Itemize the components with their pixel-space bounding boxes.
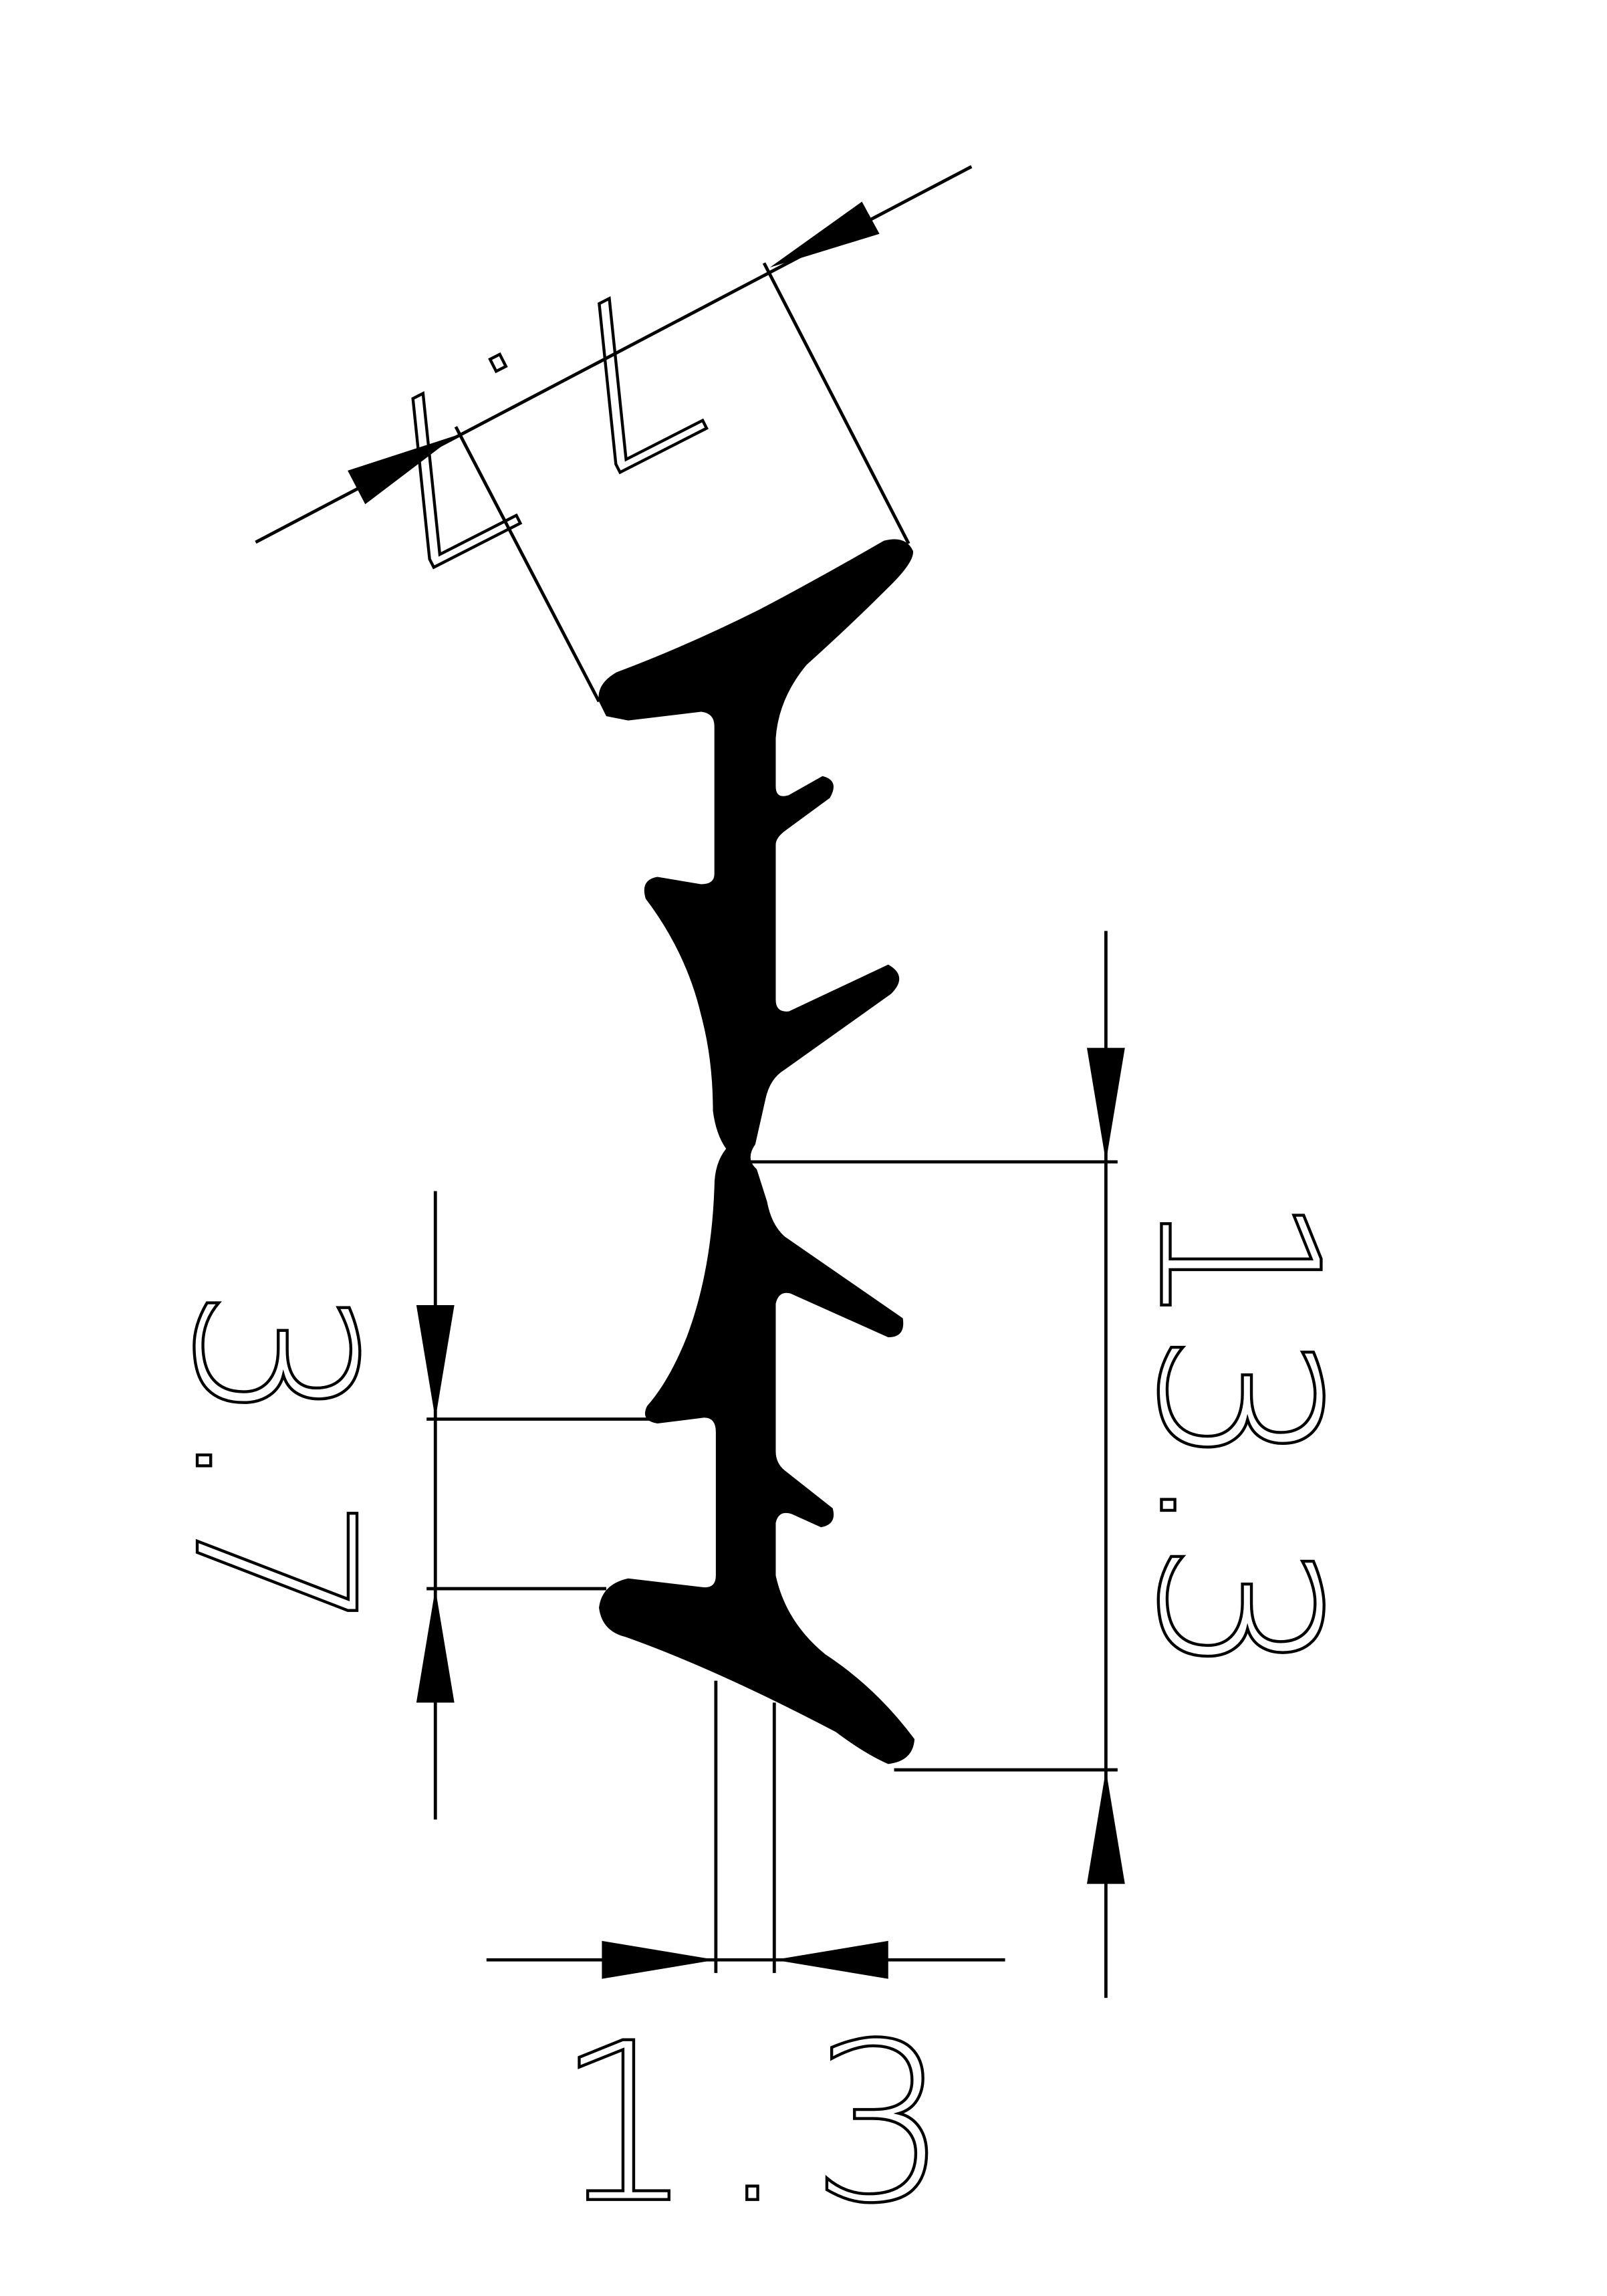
arrow-head (774, 1940, 888, 1979)
stem-thickness-dimension: 1.3 (486, 1680, 1005, 2253)
total-height-dimension: 13.3 (745, 931, 1366, 1998)
lower-gap-label: 3.7 (145, 1286, 400, 1635)
lip-width-label: 7.7 (316, 231, 742, 616)
seal-profile-shape (598, 539, 915, 1764)
lip-width-dimension: 7.7 (255, 165, 973, 703)
stem-thickness-label: 1.3 (555, 1997, 949, 2252)
arrow-head (1086, 1770, 1125, 1884)
arrow-head (348, 435, 456, 505)
arrow-head (416, 1304, 455, 1419)
lower-gap-dimension: 3.7 (144, 1191, 650, 1820)
total-height-label: 13.3 (1109, 1191, 1364, 1679)
arrow-head (416, 1589, 455, 1703)
arrow-head (1086, 1048, 1125, 1162)
arrow-head (602, 1940, 716, 1979)
arrow-head (769, 201, 880, 268)
